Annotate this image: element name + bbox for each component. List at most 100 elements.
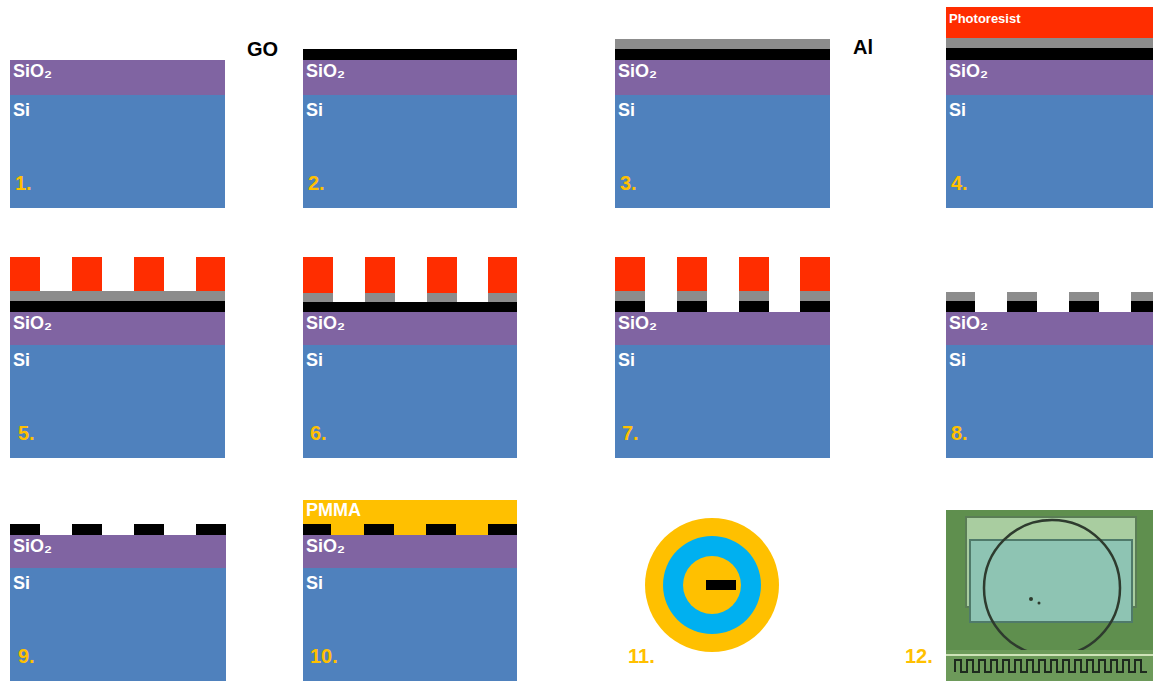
layer-name: SiO₂ — [13, 537, 52, 557]
layer-band: SiO₂ — [946, 312, 1153, 345]
layer-name: Si — [949, 101, 966, 121]
step-number: 3. — [620, 172, 637, 194]
step-number: 10. — [310, 645, 338, 667]
al-block — [1069, 292, 1099, 301]
layer-name: Si — [306, 101, 323, 121]
layer-band: Photoresist — [946, 7, 1153, 38]
go-flake — [706, 580, 736, 590]
photoresist-block — [72, 257, 102, 291]
micrograph-track — [946, 654, 1153, 656]
photoresist-block — [303, 257, 333, 293]
layer-name: Si — [949, 351, 966, 371]
photoresist-block — [365, 257, 395, 293]
al-block — [427, 293, 457, 302]
layer-name: SiO₂ — [949, 314, 988, 334]
layer-name: SiO₂ — [949, 62, 988, 82]
layer-name: Si — [618, 101, 635, 121]
layer-band: Si — [615, 345, 830, 458]
al-block — [615, 291, 645, 301]
go-block — [946, 301, 975, 312]
layer-name: Si — [306, 574, 323, 594]
step-number: 7. — [622, 422, 639, 444]
layer-band: Si — [946, 345, 1153, 458]
al-block — [365, 293, 395, 302]
photoresist-block — [134, 257, 164, 291]
go-block — [72, 524, 102, 535]
go-block — [488, 524, 517, 535]
pmma-layer — [303, 500, 517, 535]
layer-band: Si — [303, 345, 517, 458]
layer-name: SiO₂ — [13, 314, 52, 334]
micrograph-speck — [1029, 597, 1033, 601]
go-layer — [946, 48, 1153, 60]
step-number: 5. — [18, 422, 35, 444]
layer-name: SiO₂ — [618, 62, 657, 82]
photoresist-block — [615, 257, 645, 291]
al-block — [677, 291, 707, 301]
al-block — [303, 293, 333, 302]
layer-name: Si — [618, 351, 635, 371]
photoresist-block — [677, 257, 707, 291]
layer-name: Photoresist — [949, 12, 1021, 26]
layer-label: Al — [853, 36, 873, 58]
go-block — [196, 524, 226, 535]
al-layer — [10, 291, 225, 301]
layer-band: Si — [10, 345, 225, 458]
layer-band: Si — [946, 95, 1153, 208]
layer-band: SiO₂ — [946, 60, 1153, 95]
al-block — [488, 293, 517, 302]
al-block — [1131, 292, 1153, 301]
photoresist-block — [488, 257, 517, 293]
layer-band: SiO₂ — [303, 60, 517, 95]
layer-name: SiO₂ — [306, 62, 345, 82]
layer-name: SiO₂ — [306, 314, 345, 334]
layer-band: SiO₂ — [303, 312, 517, 345]
go-layer — [10, 301, 225, 312]
go-block — [1069, 301, 1099, 312]
micrograph-ground — [946, 510, 1153, 681]
layer-name: PMMA — [306, 501, 361, 521]
go-block — [739, 301, 769, 312]
go-block — [364, 524, 394, 535]
go-block — [426, 524, 456, 535]
al-layer — [946, 38, 1153, 48]
layer-band: Si — [10, 95, 225, 208]
layer-band: Si — [303, 95, 517, 208]
step-number: 4. — [951, 172, 968, 194]
step-number: 8. — [951, 422, 968, 444]
go-layer — [615, 49, 830, 60]
go-block — [303, 524, 331, 535]
layer-name: SiO₂ — [618, 314, 657, 334]
photoresist-block — [10, 257, 40, 291]
pmma-core — [683, 556, 741, 614]
go-block — [134, 524, 164, 535]
step-number: 1. — [15, 172, 32, 194]
layer-band: SiO₂ — [615, 60, 830, 95]
layer-name: SiO₂ — [13, 62, 52, 82]
go-block — [615, 301, 645, 312]
step-number: 12. — [905, 645, 933, 667]
layer-band: Si — [615, 95, 830, 208]
layer-band: SiO₂ — [10, 60, 225, 95]
go-block — [677, 301, 707, 312]
layer-label: GO — [247, 38, 278, 60]
layer-band: PMMA — [303, 500, 517, 535]
layer-band: Si — [10, 568, 226, 681]
al-layer — [615, 39, 830, 49]
micrograph-strip — [946, 650, 1153, 681]
al-block — [1007, 292, 1037, 301]
layer-name: Si — [306, 351, 323, 371]
pmma-ring — [645, 518, 779, 652]
photoresist-block — [196, 257, 225, 291]
layer-name: Si — [13, 101, 30, 121]
layer-band: SiO₂ — [615, 312, 830, 345]
al-block — [946, 292, 975, 301]
go-block — [800, 301, 830, 312]
al-block — [800, 291, 830, 301]
go-layer — [303, 302, 517, 312]
layer-name: Si — [13, 351, 30, 371]
micrograph-ring — [984, 520, 1120, 656]
photoresist-block — [800, 257, 830, 291]
step-number: 6. — [310, 422, 327, 444]
micrograph-serpentine — [955, 660, 1147, 672]
